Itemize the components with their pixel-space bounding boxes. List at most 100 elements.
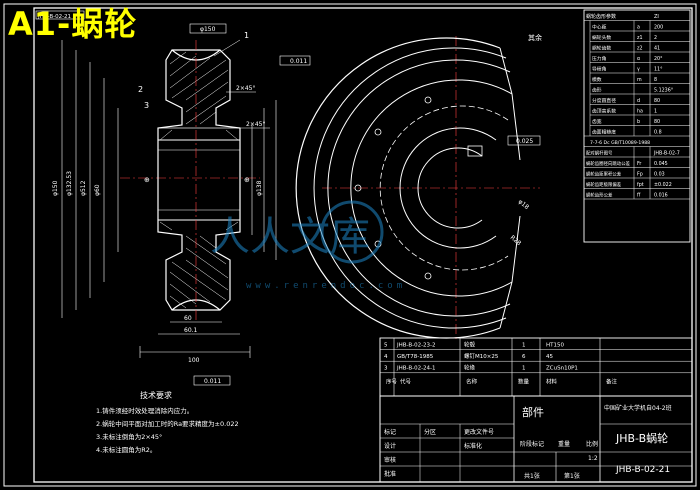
front-view: 0.025 φ18 R28 其余 bbox=[295, 33, 542, 340]
chamfer-1: 2×45° bbox=[236, 85, 255, 92]
title-stage: 阶段标记 bbox=[520, 440, 544, 448]
bolt-hole-4 bbox=[424, 272, 432, 280]
wheel-outline bbox=[157, 49, 241, 311]
hub-arc bbox=[399, 127, 497, 249]
watermark: 人人文库 www.renrendoc.com bbox=[210, 200, 406, 291]
param-row-label: 蜗轮齿数 bbox=[592, 45, 611, 52]
param-row-symbol: z1 bbox=[637, 35, 643, 41]
param-row-symbol: α bbox=[637, 57, 640, 62]
datum-marker: ⊕ bbox=[144, 176, 150, 184]
title-doc-no: 更改文件号 bbox=[464, 428, 494, 436]
bom-row-name: 轮毂 bbox=[464, 341, 476, 349]
param-row-value: 8 bbox=[654, 77, 657, 83]
param-row-symbol: d bbox=[637, 98, 640, 104]
param-extra-value: ±0.022 bbox=[654, 182, 672, 188]
watermark-url: www.renrendoc.com bbox=[246, 281, 406, 291]
front-roughness: 0.025 bbox=[516, 138, 533, 145]
param-extra-value: 0.03 bbox=[654, 172, 665, 178]
param-note: 7-7-6 Dc GB/T10089-1988 bbox=[590, 140, 650, 146]
param-row-symbol: ha bbox=[637, 109, 643, 115]
title-school: 中国矿业大学机自04-2班 bbox=[604, 404, 672, 412]
param-row-label: 导程角 bbox=[592, 66, 607, 73]
bom-row-code: GB/T78-1985 bbox=[397, 354, 434, 360]
callout-1-leader bbox=[213, 39, 241, 57]
param-extra-label: 蜗轮齿距极限偏差 bbox=[586, 181, 622, 188]
edge-bottom-inner bbox=[511, 215, 521, 283]
param-extra-value: 0.016 bbox=[654, 193, 668, 199]
width-dims bbox=[139, 321, 251, 358]
bom-row-no: 3 bbox=[384, 366, 388, 372]
title-banner: A1-蜗轮 bbox=[8, 5, 138, 43]
bom-row-qty: 1 bbox=[522, 366, 526, 372]
ra-note: 其余 bbox=[528, 33, 542, 42]
edge-top-inner bbox=[511, 93, 521, 161]
title-ratio: 比例 bbox=[586, 440, 598, 448]
param-extra-label: 配对蜗杆图号 bbox=[586, 150, 613, 157]
param-row-label: 齿形 bbox=[592, 87, 602, 94]
param-extra-label: 蜗轮齿圈径向跳动公差 bbox=[586, 160, 631, 167]
bolt-hole-2 bbox=[354, 184, 362, 192]
dim-dia-root: φ512 bbox=[80, 180, 87, 196]
dim-dia-mid: φ132.53 bbox=[66, 171, 73, 196]
watermark-text: 人人文库 bbox=[210, 214, 370, 260]
bom-row-code: JHB-B-02-23-2 bbox=[396, 343, 436, 349]
param-row-value: 1 bbox=[654, 109, 657, 115]
datum-marker-2: ⊕ bbox=[244, 176, 250, 184]
edge-bottom bbox=[499, 281, 513, 329]
bom-header-cell: 材料 bbox=[546, 378, 558, 386]
dim-width-b: 60.1 bbox=[184, 327, 198, 334]
param-extra-symbol: Fp bbox=[637, 172, 643, 178]
bore-arc bbox=[417, 147, 483, 229]
param-row-label: 齿面粗糙度 bbox=[592, 129, 616, 136]
dim-dia-top: φ150 bbox=[52, 180, 59, 196]
bom-header-cell: 数量 bbox=[518, 378, 530, 386]
title-zone: 分区 bbox=[424, 428, 436, 436]
param-extra-symbol: fpt bbox=[637, 182, 644, 188]
title-standard: 标准化 bbox=[464, 442, 482, 450]
param-extra-label: 蜗轮齿距累积公差 bbox=[586, 171, 622, 178]
title-designer: 设计 bbox=[384, 442, 396, 450]
title-block: 部件 中国矿业大学机自04-2班 JHB-B蜗轮 JHB-B-02-21 阶段标… bbox=[379, 395, 693, 483]
param-row-label: 分度圆直径 bbox=[592, 97, 616, 104]
bom-header-cell: 备注 bbox=[606, 378, 618, 386]
front-bolt-dim: φ18 bbox=[517, 198, 531, 211]
tol-box-1 bbox=[279, 55, 311, 66]
param-row-symbol: m bbox=[637, 78, 642, 83]
bom-row-code: JHB-B-02-24-1 bbox=[396, 366, 436, 372]
bom-row-material: HT150 bbox=[546, 343, 564, 349]
front-tol-box bbox=[507, 135, 541, 146]
tech-item-2: 2.蜗轮中间平面对加工时的Ra要求精度为±0.022 bbox=[96, 419, 239, 428]
hatch-top bbox=[169, 51, 229, 125]
bom-row-qty: 1 bbox=[522, 343, 526, 349]
dia-dims bbox=[61, 40, 277, 318]
param-extra-symbol: Fr bbox=[637, 161, 641, 167]
edge-top bbox=[499, 47, 513, 95]
chamfer-2: 2×45° bbox=[246, 121, 265, 128]
param-row-value: 80 bbox=[654, 98, 660, 104]
param-row-label: 齿顶高系数 bbox=[592, 108, 616, 115]
outer-arc-1 bbox=[295, 37, 501, 339]
title-sheet-total: 共1张 bbox=[524, 472, 540, 480]
param-row-value: 11° bbox=[654, 67, 663, 73]
tech-heading: 技术要求 bbox=[140, 390, 172, 400]
param-extra-label: 蜗轮齿形公差 bbox=[586, 192, 613, 199]
keyway bbox=[157, 127, 241, 141]
dim-width-top: 60 bbox=[184, 315, 192, 322]
bolt-hole-5 bbox=[424, 96, 432, 104]
callout-3: 3 bbox=[144, 101, 149, 110]
bom-row-material: ZCuSn10P1 bbox=[546, 366, 578, 372]
hatch-hub bbox=[159, 129, 239, 231]
drawing-frame bbox=[3, 3, 697, 487]
param-row-value: 5.1236° bbox=[654, 88, 673, 94]
param-header-type: ZI bbox=[654, 14, 659, 20]
tol-dia-top: φ150 bbox=[200, 26, 216, 33]
bom-row-name: 轮缘 bbox=[464, 364, 476, 372]
outer-arc-3 bbox=[327, 59, 511, 317]
param-row-value: 200 bbox=[654, 25, 663, 31]
tol-1: 0.011 bbox=[290, 58, 307, 65]
callout-1: 1 bbox=[244, 31, 249, 40]
front-keyway bbox=[467, 145, 483, 157]
param-row-value: 0.8 bbox=[654, 130, 662, 136]
